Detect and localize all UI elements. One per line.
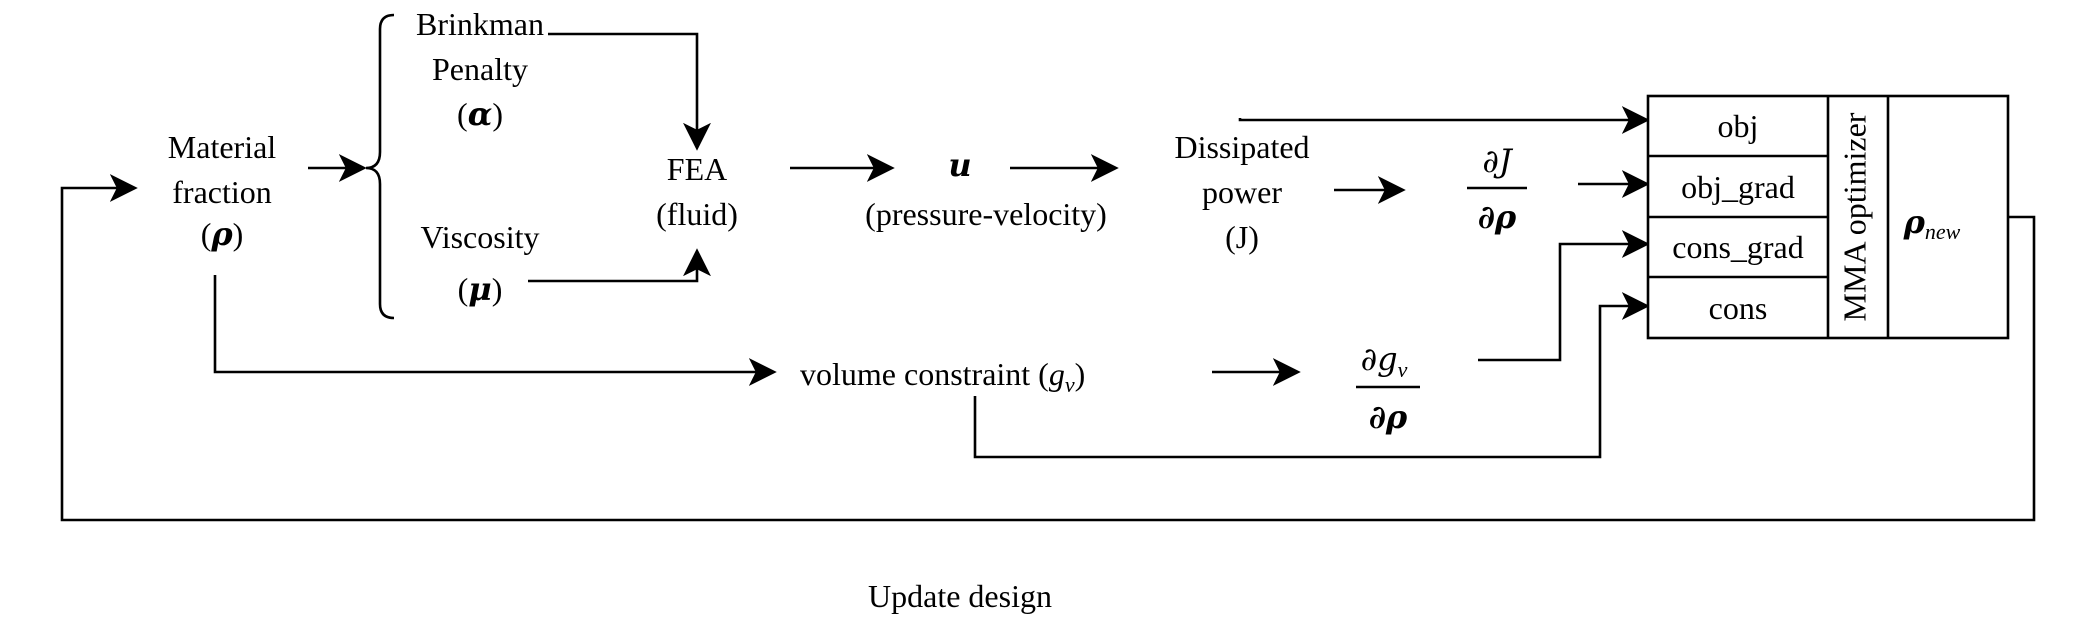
volume-constraint-text: volume constraint	[800, 356, 1030, 392]
fea-node: FEA (fluid)	[656, 151, 738, 232]
dJ-denominator: ∂ρ	[1478, 198, 1517, 236]
dg-denominator: ∂ρ	[1369, 398, 1408, 436]
optimizer-cell-obj: obj	[1718, 108, 1759, 144]
viscosity-node: Viscosity (μ)	[421, 219, 540, 308]
curly-brace	[365, 13, 395, 320]
rho-symbol-group: (ρ)	[201, 215, 244, 253]
dJ-drho-fraction: ∂J ∂ρ	[1467, 142, 1527, 236]
fea-label-line1: FEA	[667, 151, 727, 187]
arrow-viscosity-to-fea	[528, 248, 711, 283]
arrow-material-to-volume	[213, 275, 777, 386]
volume-constraint-label: volume constraint (gv)	[800, 356, 1085, 397]
velocity-node: u (pressure-velocity)	[865, 146, 1107, 232]
fea-label-line2: (fluid)	[656, 196, 738, 232]
mu-symbol: μ	[468, 270, 491, 308]
dg-numerator: ∂g	[1361, 340, 1398, 378]
mu-symbol-group: (μ)	[458, 270, 503, 308]
dg-numerator-group: ∂gv	[1361, 340, 1408, 382]
rho-symbol: ρ	[210, 215, 233, 253]
dJ-numerator: ∂J	[1482, 142, 1514, 180]
dissipated-label-line2: power	[1202, 174, 1282, 210]
material-label-line2: fraction	[172, 174, 272, 210]
optimizer-cell-cons: cons	[1709, 290, 1768, 326]
dg-subscript: v	[1398, 357, 1408, 382]
brinkman-label-line1: Brinkman	[416, 6, 544, 42]
u-symbol: u	[948, 146, 971, 184]
arrow-dissipated-to-obj	[1238, 106, 1650, 134]
material-fraction-node: Material fraction (ρ)	[168, 129, 277, 253]
dissipated-label-line1: Dissipated	[1174, 129, 1309, 165]
rho-new-symbol: ρ	[1903, 203, 1926, 241]
rho-new-group: ρnew	[1903, 203, 1961, 244]
rho-new-subscript: new	[1925, 219, 1961, 244]
dg-drho-fraction: ∂gv ∂ρ	[1356, 340, 1420, 436]
optimizer-cell-obj-grad: obj_grad	[1681, 169, 1795, 205]
optimizer-name: MMA optimizer	[1836, 112, 1872, 321]
arrow-dg-to-cons-grad	[1478, 230, 1650, 362]
update-design-label: Update design	[868, 578, 1052, 614]
arrow-volume-to-cons	[973, 292, 1650, 459]
material-label-line1: Material	[168, 129, 277, 165]
g-subscript: v	[1065, 372, 1075, 397]
arrow-update-feedback	[60, 174, 2036, 522]
brinkman-penalty-node: Brinkman Penalty (α)	[416, 6, 544, 133]
viscosity-label: Viscosity	[421, 219, 540, 255]
alpha-symbol-group: (α)	[457, 95, 503, 133]
dissipated-power-node: Dissipated power (J)	[1174, 129, 1309, 255]
pressure-velocity-label: (pressure-velocity)	[865, 196, 1107, 232]
alpha-symbol: α	[468, 95, 493, 133]
dissipated-label-line3: (J)	[1225, 219, 1259, 255]
optimizer-cell-cons-grad: cons_grad	[1672, 229, 1804, 265]
g-symbol: g	[1049, 356, 1065, 392]
brinkman-label-line2: Penalty	[432, 51, 528, 87]
mma-optimizer-block: obj obj_grad cons_grad cons MMA optimize…	[1646, 94, 2010, 340]
arrow-brinkman-to-fea	[548, 32, 711, 151]
